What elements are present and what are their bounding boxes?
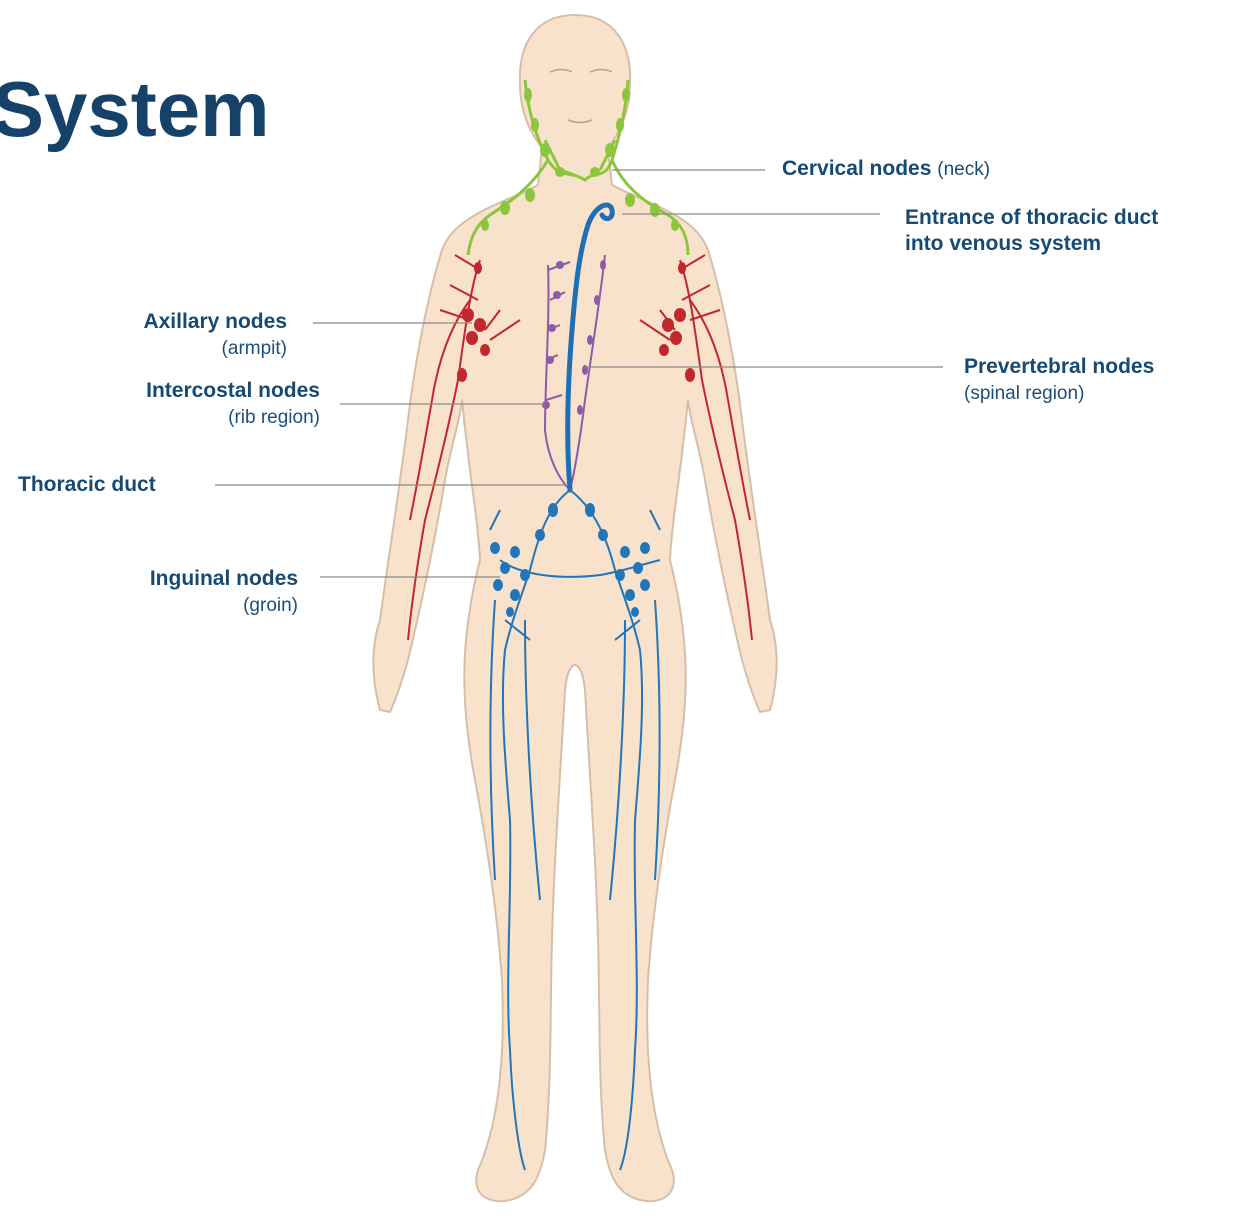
intercostal-nodes-note: (rib region) xyxy=(228,407,320,428)
thoracic-duct-name: Thoracic duct xyxy=(18,473,156,496)
intercostal-nodes-label: Intercostal nodes (rib region) xyxy=(146,378,320,431)
prevertebral-nodes-label: Prevertebral nodes (spinal region) xyxy=(964,354,1154,407)
cervical-nodes-note: (neck) xyxy=(937,159,990,180)
inguinal-nodes-label: Inguinal nodes (groin) xyxy=(150,566,298,619)
prevertebral-nodes-name: Prevertebral nodes xyxy=(964,355,1154,378)
thoracic-entrance-label: Entrance of thoracic duct into venous sy… xyxy=(905,205,1158,257)
axillary-nodes-name: Axillary nodes xyxy=(143,310,287,333)
thoracic-entrance-line1: Entrance of thoracic duct xyxy=(905,206,1158,229)
thoracic-entrance-line2: into venous system xyxy=(905,232,1101,255)
cervical-nodes-name: Cervical nodes xyxy=(782,157,931,180)
axillary-nodes-note: (armpit) xyxy=(222,338,287,359)
axillary-nodes-label: Axillary nodes (armpit) xyxy=(143,309,287,362)
inguinal-nodes-name: Inguinal nodes xyxy=(150,567,298,590)
body-silhouette xyxy=(373,15,777,1201)
thoracic-duct-label: Thoracic duct xyxy=(18,472,156,498)
prevertebral-nodes-note: (spinal region) xyxy=(964,383,1084,404)
cervical-nodes-label: Cervical nodes (neck) xyxy=(782,156,990,183)
intercostal-nodes-name: Intercostal nodes xyxy=(146,379,320,402)
inguinal-nodes-note: (groin) xyxy=(243,595,298,616)
